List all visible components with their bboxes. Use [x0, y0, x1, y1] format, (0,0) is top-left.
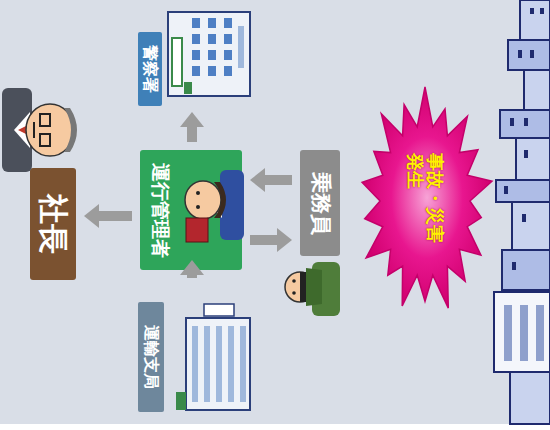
eye	[292, 291, 296, 295]
flow-arrow	[187, 275, 197, 278]
suit	[2, 88, 32, 172]
sign-board	[172, 38, 182, 86]
column	[204, 326, 210, 402]
hair	[214, 182, 226, 218]
column	[216, 326, 222, 402]
column	[504, 305, 512, 361]
building	[520, 0, 550, 40]
building	[512, 202, 550, 250]
police-building	[168, 12, 250, 96]
flow-arrow	[187, 127, 197, 142]
manager-figure	[185, 170, 244, 242]
building	[496, 180, 550, 202]
node-label: 乗務員	[300, 150, 340, 256]
eye	[196, 205, 200, 209]
column	[228, 326, 234, 402]
operations-manager-box: 運行管理者	[140, 150, 242, 270]
window	[192, 18, 200, 28]
head	[185, 181, 221, 219]
column	[240, 326, 246, 402]
flow-arrow	[250, 235, 277, 245]
building-body	[186, 318, 250, 410]
glasses	[40, 134, 50, 146]
window	[208, 34, 216, 44]
window	[522, 214, 526, 222]
hair	[64, 108, 77, 152]
suit	[220, 170, 244, 240]
node-label: 社長	[30, 168, 76, 280]
window	[512, 262, 516, 270]
node-label: 運行管理者	[146, 158, 176, 262]
mouth	[33, 122, 35, 138]
window	[224, 66, 232, 76]
crew-label: 乗務員	[300, 150, 340, 256]
president-figure	[2, 88, 77, 172]
window	[530, 8, 534, 14]
incident-burst: 事故・災害発生	[355, 85, 495, 317]
window	[208, 50, 216, 60]
window	[192, 34, 200, 44]
city-skyline	[494, 0, 550, 424]
window	[524, 118, 528, 126]
window	[224, 50, 232, 60]
node-label: 警察署	[138, 32, 162, 106]
window	[192, 50, 200, 60]
bottom-border	[0, 424, 550, 430]
transport-office-building	[176, 304, 250, 410]
window	[530, 50, 534, 58]
column	[520, 305, 528, 361]
tree	[176, 392, 186, 410]
column	[536, 305, 544, 361]
window	[524, 150, 528, 158]
window	[192, 66, 200, 76]
flow-arrow	[99, 211, 132, 221]
columns	[192, 326, 246, 402]
window	[208, 18, 216, 28]
node-label: 運輸支局	[138, 302, 164, 412]
window	[518, 50, 522, 58]
shirt	[14, 112, 30, 148]
window	[510, 118, 514, 126]
sign-board	[204, 304, 234, 316]
shirt	[208, 192, 222, 218]
windows	[192, 18, 244, 76]
node-label: 事故・災害発生	[400, 153, 450, 249]
glasses	[40, 114, 50, 126]
uniform	[312, 262, 340, 316]
president-label: 社長	[30, 168, 76, 280]
police-station: 警察署	[138, 8, 252, 104]
column	[192, 326, 198, 402]
tie	[18, 124, 30, 136]
window	[224, 18, 232, 28]
notebook	[186, 218, 208, 242]
head	[285, 272, 315, 302]
building	[516, 138, 550, 180]
building	[508, 40, 550, 70]
building	[500, 110, 550, 138]
eye	[292, 279, 296, 283]
window	[504, 186, 508, 194]
skyline-windows	[504, 8, 544, 361]
flow-arrow	[265, 175, 292, 185]
head	[26, 104, 74, 156]
window	[540, 8, 544, 14]
window	[238, 26, 244, 68]
transport-branch-office: 運輸支局	[138, 298, 252, 416]
white-building	[494, 292, 550, 372]
building	[502, 250, 550, 290]
burst-outline	[362, 87, 492, 308]
building-body	[168, 12, 250, 96]
crew-figure	[285, 262, 340, 316]
cap	[306, 268, 322, 306]
tree	[184, 82, 192, 94]
eye	[196, 191, 200, 195]
window	[224, 34, 232, 44]
building	[524, 70, 550, 110]
cap-visor	[300, 272, 306, 302]
building	[510, 372, 550, 424]
window	[208, 66, 216, 76]
